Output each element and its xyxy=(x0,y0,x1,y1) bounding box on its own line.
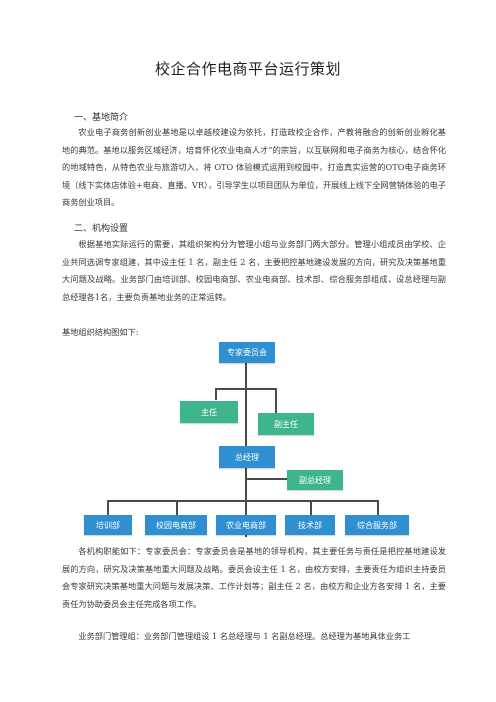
connector-line xyxy=(176,500,178,515)
section-heading-intro: 一、基地简介 xyxy=(74,113,129,123)
connector-line xyxy=(377,500,379,515)
org-box-department: 综合服务部 xyxy=(345,515,409,535)
connector-line xyxy=(245,478,287,480)
org-box-general-manager: 总经理 xyxy=(219,446,275,468)
org-box-director: 主任 xyxy=(180,401,238,423)
connector-line xyxy=(215,388,275,390)
org-box-department: 培训部 xyxy=(84,515,132,535)
structure-paragraph: 根据基地实际运行的需要，其组织架构分为管理小组与业务部门两大部分。管理小组成员由… xyxy=(62,239,446,302)
connector-line xyxy=(215,388,217,400)
org-box-department: 农业电商部 xyxy=(216,515,276,535)
connector-line xyxy=(275,388,277,416)
connector-line xyxy=(310,500,312,515)
intro-paragraph: 农业电子商务创新创业基地是以卓越校建设为依托，打造政校企合作，产教将融合的创新创… xyxy=(62,127,446,207)
org-box-deputy-director: 副主任 xyxy=(258,413,314,435)
functions-paragraph: 各机构职能如下：专家委员会：专家委员会是基地的领导机构，其主要任务与责任是把控基… xyxy=(62,546,446,609)
connector-line xyxy=(245,362,247,537)
section-heading-structure: 二、机构设置 xyxy=(74,224,129,234)
org-box-department: 校园电商部 xyxy=(145,515,207,535)
connector-line xyxy=(107,500,377,502)
org-box-department: 技术部 xyxy=(285,515,335,535)
page-title: 校企合作电商平台运行策划 xyxy=(154,60,341,78)
chart-caption: 基地组织结构图如下: xyxy=(62,327,139,337)
org-box-deputy-general-manager: 副总经理 xyxy=(287,470,343,490)
connector-line xyxy=(107,500,109,515)
business-paragraph: 业务部门管理组：业务部门管理组设 1 名总经理与 1 名副总经理。总经理为基地具… xyxy=(78,631,411,641)
org-box-committee: 专家委员会 xyxy=(219,342,275,363)
